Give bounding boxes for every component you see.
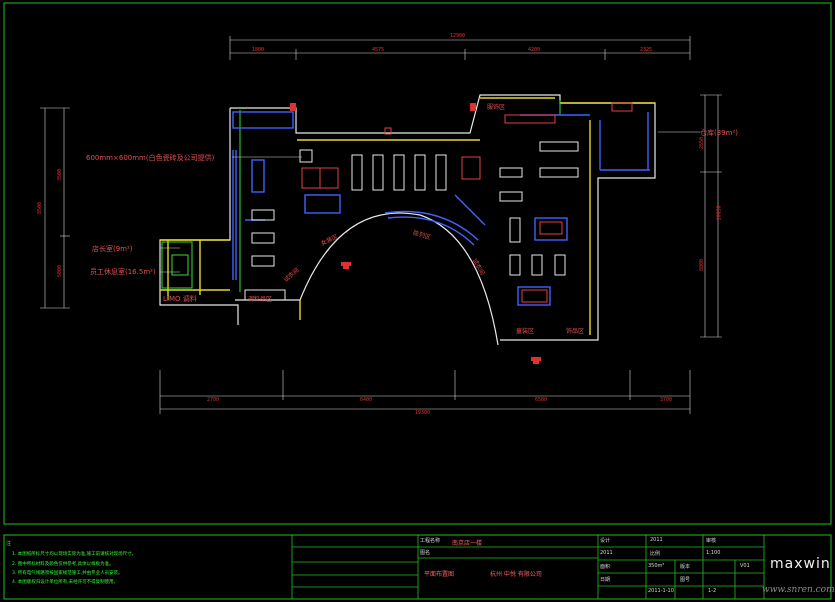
staff-room-label: 员工休息室(16.5m²) [90, 268, 156, 276]
dim-bottom-total: 19300 [415, 410, 431, 416]
dim-right-a: 2650 [699, 136, 706, 150]
dim-top-a: 1800 [252, 47, 265, 53]
field-no-val: 1-2 [708, 588, 717, 594]
shelving [232, 111, 650, 306]
note-3: 3. 所有电气线路须按国家规范施工,并由专业人员安装。 [12, 571, 123, 576]
field-ver-val: V01 [740, 563, 750, 569]
field-check: 审核 [706, 538, 717, 544]
office-label: 店长室(9m²) [92, 245, 133, 253]
drawing-frame [3, 2, 832, 525]
interior-walls [160, 97, 655, 335]
building-walls [159, 94, 656, 346]
field-design: 设计 [600, 538, 611, 544]
watermark: www.snren.com [762, 585, 835, 595]
dim-bottom-d: 3700 [660, 397, 673, 403]
dim-top-c: 4200 [528, 47, 541, 53]
company-name: 杭州 中悦 有限公司 [490, 571, 542, 578]
dim-top-b: 4575 [372, 47, 385, 53]
field-area-val: 350m² [648, 563, 665, 569]
dim-left-total: 8500 [37, 201, 44, 215]
field-design-val: 2011 [650, 537, 663, 543]
dim-bottom-c: 6500 [535, 397, 548, 403]
markers [290, 103, 541, 364]
dim-right-b: 8000 [699, 258, 706, 272]
dim-bottom-b: 6400 [360, 397, 373, 403]
partitions [161, 100, 561, 292]
limo-label: LIMO 调料 [163, 295, 197, 303]
field-ver: 版本 [680, 564, 691, 570]
field-check-val: 2011 [600, 550, 613, 556]
field-area: 面积 [600, 564, 611, 570]
note-2: 2. 图中所标材料及颜色仅供参考,具体以样板为准。 [12, 562, 114, 567]
dimension-lines [40, 36, 722, 414]
dim-right-total: 10650 [716, 205, 723, 221]
leader-lines [160, 131, 700, 273]
drawing-label: 图名 [420, 550, 431, 556]
brand-logo: maxwin [770, 556, 831, 572]
corner-label: 调料品区 [248, 296, 273, 303]
dim-top-total: 12900 [450, 33, 466, 39]
field-scale-val: 1:100 [706, 550, 721, 556]
fixtures [244, 141, 579, 301]
project-label: 工程名称 [420, 538, 441, 544]
dim-bottom-a: 2700 [207, 397, 220, 403]
dim-left-a: 3500 [57, 168, 64, 182]
project-name: 南京店一楼 [452, 540, 483, 547]
field-no: 图号 [680, 577, 691, 583]
furniture [301, 102, 633, 303]
drawing-name: 平面布置图 [424, 571, 455, 578]
note-1: 1. 本图纸所标尺寸均以现场实际为准,施工前请核对现场尺寸。 [12, 552, 137, 557]
top-label: 服饰区 [487, 104, 506, 111]
dim-top-d: 2325 [640, 47, 653, 53]
field-date-val: 2011-1-10 [648, 588, 674, 594]
title-block-frame [3, 534, 832, 600]
notes-heading: 注 [6, 541, 12, 547]
storage-label: 仓库(39m²) [700, 129, 738, 137]
bottom-mid-label: 童装区 [516, 328, 535, 335]
field-scale: 比例 [650, 551, 661, 557]
dim-left-b: 5000 [57, 264, 64, 278]
bottom-right-label: 饰品区 [566, 328, 585, 335]
title-block-grid [291, 535, 765, 599]
tile-note: 600mm×600mm(白色瓷砖及公司提供) [86, 154, 215, 162]
field-date: 日期 [600, 577, 611, 583]
note-4: 4. 本图版权归设计单位所有,未经许可不得复制使用。 [12, 580, 119, 585]
